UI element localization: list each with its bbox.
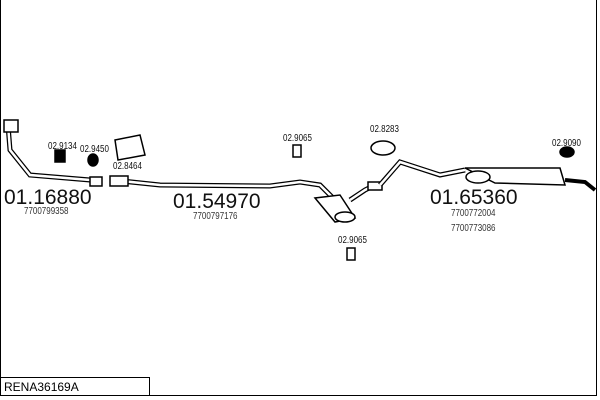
oe-reference: 7700773086 [451, 223, 496, 234]
middle-pipe [109, 175, 383, 223]
part-number: 01.65360 [430, 186, 518, 209]
accessory-label: 02.9134 [48, 141, 77, 152]
diagram-code: RENA36169A [0, 377, 150, 396]
accessory-label: 02.9065 [338, 235, 367, 246]
accessory-icons [54, 134, 575, 261]
part-number: 01.16880 [4, 186, 92, 209]
front-pipe [3, 119, 103, 187]
rear-silencer [378, 159, 597, 192]
accessory-label: 02.8283 [370, 124, 399, 135]
accessory-label: 02.9065 [283, 133, 312, 144]
oe-reference: 7700799358 [24, 206, 69, 217]
part-number: 01.54970 [173, 190, 261, 213]
accessory-label: 02.8464 [113, 161, 142, 172]
oe-reference: 7700772004 [451, 208, 496, 219]
accessory-label: 02.9090 [552, 138, 581, 149]
accessory-label: 02.9450 [80, 144, 109, 155]
oe-reference: 7700797176 [193, 211, 238, 222]
